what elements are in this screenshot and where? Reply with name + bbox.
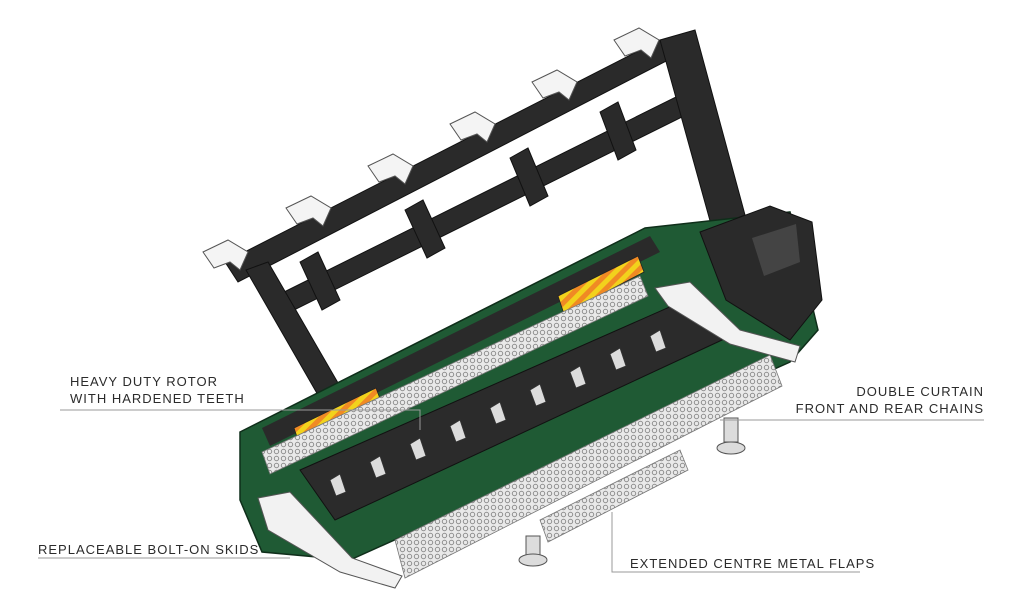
leader-lines [38, 409, 984, 573]
centre-metal-flaps [539, 449, 689, 543]
rotor [299, 297, 723, 521]
callout-curtain-line2: FRONT AND REAR CHAINS [795, 401, 984, 416]
callout-curtain: DOUBLE CURTAIN FRONT AND REAR CHAINS [796, 383, 984, 417]
callout-flaps: EXTENDED CENTRE METAL FLAPS [630, 555, 875, 572]
skids [257, 281, 801, 589]
rear-chain-curtain [394, 354, 783, 579]
callout-skids: REPLACEABLE BOLT-ON SKIDS [38, 541, 259, 558]
callout-rotor-line2: WITH HARDENED TEETH [70, 391, 245, 406]
callout-curtain-line1: DOUBLE CURTAIN [856, 384, 984, 399]
push-frame [224, 29, 746, 403]
frame-teeth [202, 27, 660, 271]
callout-skids-text: REPLACEABLE BOLT-ON SKIDS [38, 542, 260, 557]
support-feet [518, 417, 746, 567]
callout-flaps-text: EXTENDED CENTRE METAL FLAPS [630, 556, 876, 571]
callout-rotor: HEAVY DUTY ROTOR WITH HARDENED TEETH [70, 373, 245, 407]
front-chain-curtain [261, 275, 649, 475]
callout-rotor-line1: HEAVY DUTY ROTOR [70, 374, 218, 389]
